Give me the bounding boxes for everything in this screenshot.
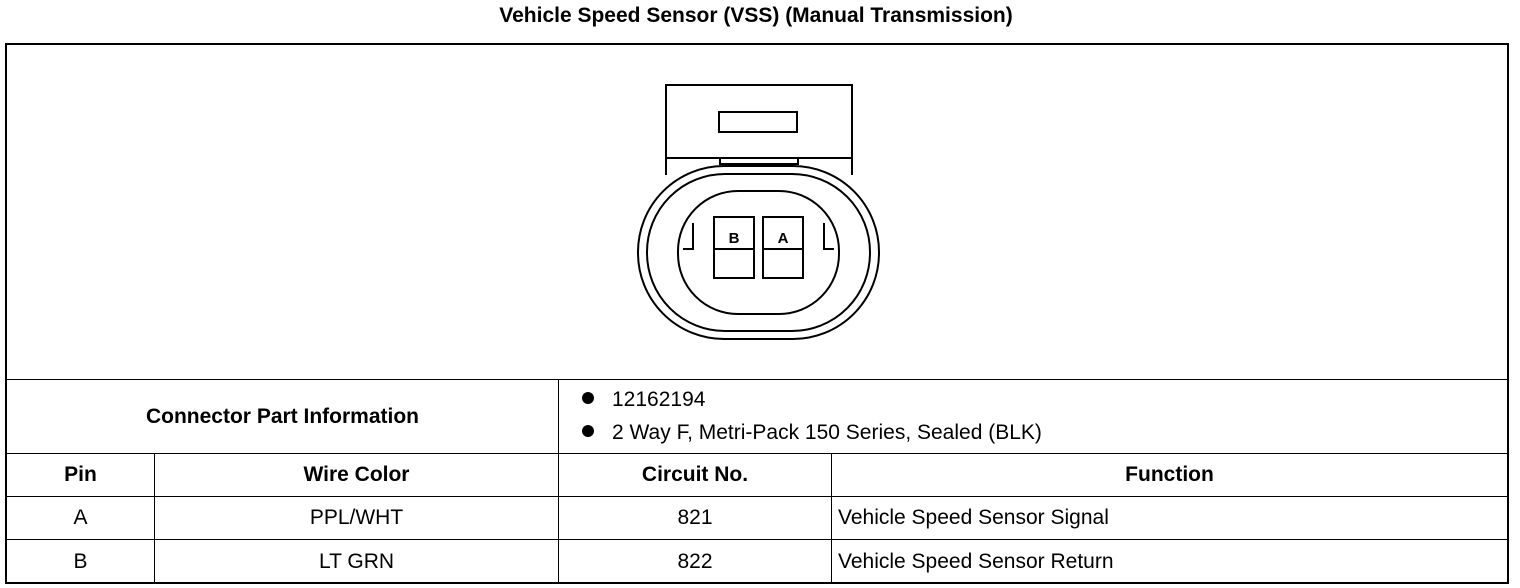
cell-function: Vehicle Speed Sensor Signal [838,506,1109,529]
inner-cavity [677,190,840,315]
cell-wire-color: PPL/WHT [155,497,559,539]
cell-circuit: 821 [559,497,832,539]
connector-face-drawing: B A [637,84,880,340]
part-info-row: Connector Part Information 12162194 2 Wa… [7,379,1507,453]
header-circuit: Circuit No. [559,454,832,496]
cavity-b [713,216,755,279]
part-info-item: 2 Way F, Metri-Pack 150 Series, Sealed (… [582,421,1042,445]
table-header-row: Pin Wire Color Circuit No. Function [7,453,1507,496]
bullet-icon [582,392,594,405]
header-function: Function [1125,463,1214,486]
page-title: Vehicle Speed Sensor (VSS) (Manual Trans… [499,4,1013,27]
header-pin: Pin [7,454,155,496]
cell-function: Vehicle Speed Sensor Return [838,549,1114,573]
bullet-icon [582,425,594,438]
part-info-item: 12162194 [582,388,705,412]
cell-pin: A [7,497,155,539]
cell-wire-color: LT GRN [155,540,559,583]
pin-label-b: B [729,230,740,247]
lock-tab-housing [665,84,853,175]
cell-circuit: 822 [559,540,832,583]
outer-seal-oval [637,165,880,340]
cell-pin: B [7,540,155,583]
connector-diagram: B A [7,45,1507,379]
table-row: A PPL/WHT 821 Vehicle Speed Sensor Signa… [7,496,1507,539]
lock-tab-slot [718,111,798,133]
cavity-a [762,216,804,279]
pin-label-a: A [778,230,789,247]
connector-table: B A Connector Part Information 12162194 … [5,43,1509,584]
part-info-label: Connector Part Information [7,380,559,453]
middle-seal-oval [646,173,871,332]
table-row: B LT GRN 822 Vehicle Speed Sensor Return [7,539,1507,583]
header-wire-color: Wire Color [155,454,559,496]
